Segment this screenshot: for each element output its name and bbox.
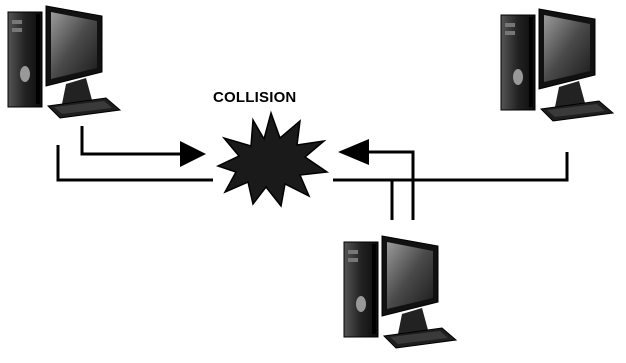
wire-right-cable xyxy=(333,152,569,182)
collision-label: COLLISION xyxy=(213,89,297,106)
wire-bottom-signal xyxy=(365,150,415,220)
collision-burst-icon xyxy=(215,110,330,208)
arrow-right-icon xyxy=(180,141,206,167)
computer-top-left-icon xyxy=(7,5,121,119)
computer-top-right-icon xyxy=(500,8,614,122)
wire-left-signal xyxy=(80,126,182,156)
arrow-left-icon xyxy=(338,139,369,165)
computer-bottom-icon xyxy=(343,235,457,349)
wire-left-cable xyxy=(56,145,213,182)
